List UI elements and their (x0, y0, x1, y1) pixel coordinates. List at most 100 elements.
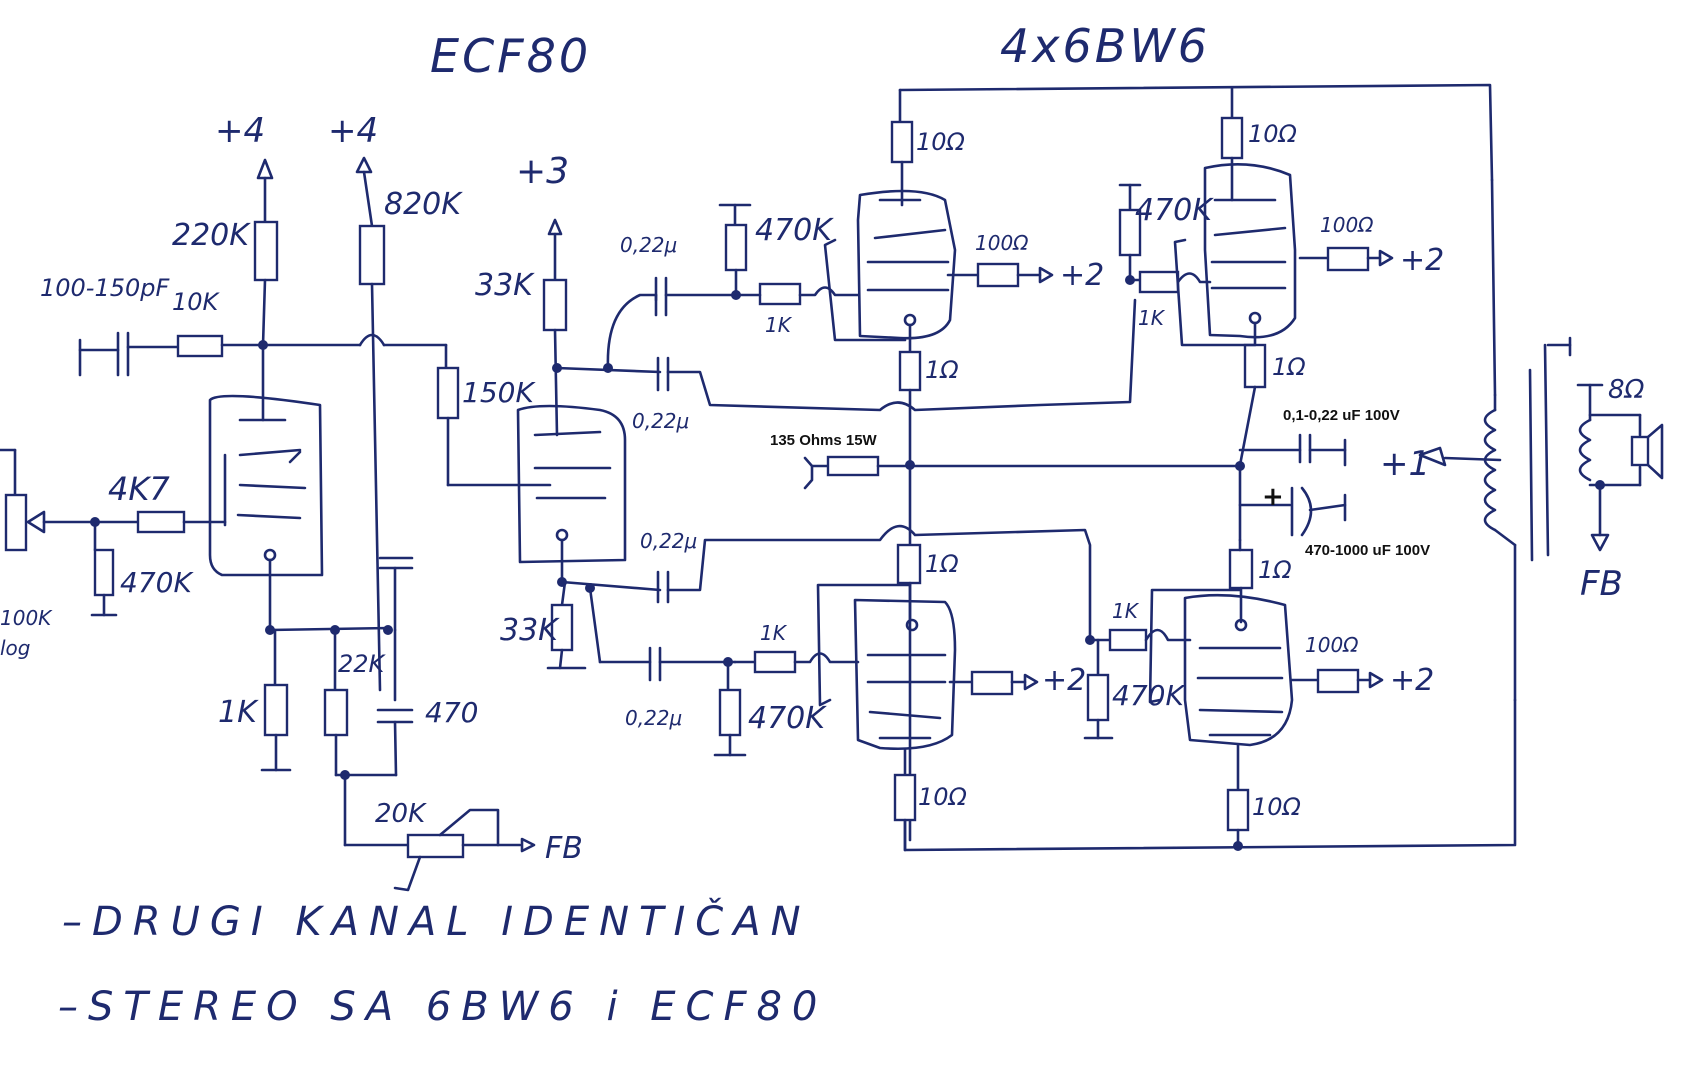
label-470: 470 (425, 696, 478, 729)
wire-crossover-1 (358, 333, 386, 347)
label-fb-preamp: FB (545, 831, 583, 866)
resistor-470k-grid (93, 548, 115, 597)
capacitor-big-plate2 (1300, 486, 1313, 537)
resistor-1-bottom-right (1228, 548, 1254, 590)
note-second-channel: –DRUGI KANAL IDENTIČAN (62, 897, 811, 945)
resistor-10-bottom-right (1226, 788, 1250, 832)
resistor-4k7 (136, 510, 186, 534)
supply-arrow-left (256, 158, 274, 180)
bottom-rail (903, 698, 1517, 852)
label-10k: 10K (172, 288, 221, 316)
label-022u-2: 0,22μ (632, 409, 689, 433)
resistor-820k (358, 224, 386, 286)
label-1k-top-left: 1K (765, 313, 793, 337)
label-10-bottom-right: 10Ω (1252, 793, 1302, 821)
resistor-1k-top-left (758, 282, 802, 306)
resistor-1k-bottom-left (753, 650, 797, 674)
label-022u-3: 0,22μ (640, 529, 697, 553)
speaker-cone (1646, 423, 1664, 480)
supply-plus2-bottom-left: +2 (1042, 663, 1086, 698)
title-ecf80: ECF80 (430, 29, 591, 83)
label-135-ohms: 135 Ohms 15W (770, 432, 878, 449)
tube-6bw6-top-right (1203, 163, 1297, 339)
resistor-1k-bottom-right (1108, 628, 1148, 652)
label-1-bottom-right: 1Ω (1258, 556, 1292, 584)
label-33k-cathode: 33K (500, 613, 560, 648)
resistor-10-top-right (1220, 116, 1244, 160)
label-fb-output: FB (1580, 564, 1623, 604)
resistor-470k-bottom-right (1086, 673, 1110, 722)
volume-potentiometer (4, 493, 28, 552)
label-4k7: 4K7 (108, 470, 170, 508)
resistor-1k-cathode (263, 683, 289, 737)
resistor-33k-plate (542, 278, 568, 332)
label-150k: 150K (462, 376, 536, 409)
resistor-470k-top-left (724, 223, 748, 272)
pot-wiper (26, 510, 46, 534)
label-10-bottom-left: 10Ω (918, 783, 968, 811)
label-speaker-8ohm: 8Ω (1608, 375, 1645, 405)
supply-plus1: +1 (1380, 444, 1430, 484)
supply-plus2-top-right: +2 (1400, 243, 1444, 278)
resistor-10-bottom-left (893, 773, 917, 822)
label-22k: 22K (338, 650, 387, 678)
label-cap-small: 0,1-0,22 uF 100V (1283, 407, 1400, 424)
resistor-1k-top-right (1138, 270, 1180, 294)
label-470k-bottom-left: 470K (748, 701, 827, 736)
tube-splitter (516, 404, 627, 564)
transformer-primary (1483, 408, 1497, 532)
label-100-top-right: 100Ω (1320, 213, 1374, 237)
transformer-core-2 (1543, 343, 1550, 557)
resistor-470k-bottom-left (718, 688, 742, 737)
supply-plus2-bottom-right: +2 (1390, 663, 1434, 698)
resistor-1-top-right (1243, 343, 1267, 389)
resistor-100-bottom-left (970, 670, 1014, 696)
note-stereo: –STEREO SA 6BW6 i ECF80 (58, 984, 827, 1030)
resistor-135-ohms (826, 455, 880, 477)
label-pot-value: 100K (0, 606, 53, 630)
label-33k-plate: 33K (475, 268, 535, 303)
label-1-top-right: 1Ω (1272, 353, 1306, 381)
resistor-22k (323, 688, 349, 737)
top-rail (898, 83, 1494, 182)
resistor-100-bottom-right (1316, 668, 1360, 694)
label-022u-4: 0,22μ (625, 706, 682, 730)
label-20k: 20K (375, 799, 427, 829)
label-cap-big-plus: + (1262, 482, 1284, 512)
resistor-10k (176, 334, 224, 358)
speaker-magnet (1630, 435, 1650, 467)
label-100-top-left: 100Ω (975, 231, 1029, 255)
label-100-150pf: 100-150pF (40, 274, 171, 302)
resistor-1-top-left (898, 350, 922, 392)
transformer-secondary (1578, 418, 1592, 482)
label-1k-bottom-right: 1K (1112, 599, 1140, 623)
label-10-top-left: 10Ω (916, 128, 966, 156)
tube-6bw6-bottom-left (853, 598, 957, 751)
supply-arrow-right (355, 156, 373, 174)
label-820k: 820K (384, 187, 463, 222)
label-cap-big: 470-1000 uF 100V (1305, 542, 1430, 559)
label-470k-top-left: 470K (755, 213, 834, 248)
label-100-bottom-right: 100Ω (1305, 633, 1359, 657)
resistor-150k (436, 366, 460, 420)
label-470k-grid: 470K (120, 566, 194, 599)
resistor-100-top-left (976, 262, 1020, 288)
label-1k-bottom-left: 1K (760, 621, 788, 645)
label-022u-1: 0,22μ (620, 233, 677, 257)
label-1k-cathode: 1K (218, 695, 259, 730)
supply-plus4-right: +4 (328, 111, 378, 151)
title-6bw6: 4x6BW6 (1000, 19, 1210, 73)
supply-plus3: +3 (516, 151, 569, 192)
resistor-220k (253, 220, 279, 282)
supply-plus2-top-left: +2 (1060, 258, 1104, 293)
transformer-core-1 (1528, 368, 1534, 562)
label-220k: 220K (172, 218, 251, 253)
resistor-20k-fb (406, 833, 465, 859)
label-1-bottom-left: 1Ω (925, 550, 959, 578)
resistor-10-top-left (890, 120, 914, 164)
label-pot-log: log (0, 636, 31, 660)
tube-6bw6-bottom-right (1183, 593, 1294, 747)
tube-ecf80 (208, 394, 324, 577)
label-1-top-left: 1Ω (925, 356, 959, 384)
